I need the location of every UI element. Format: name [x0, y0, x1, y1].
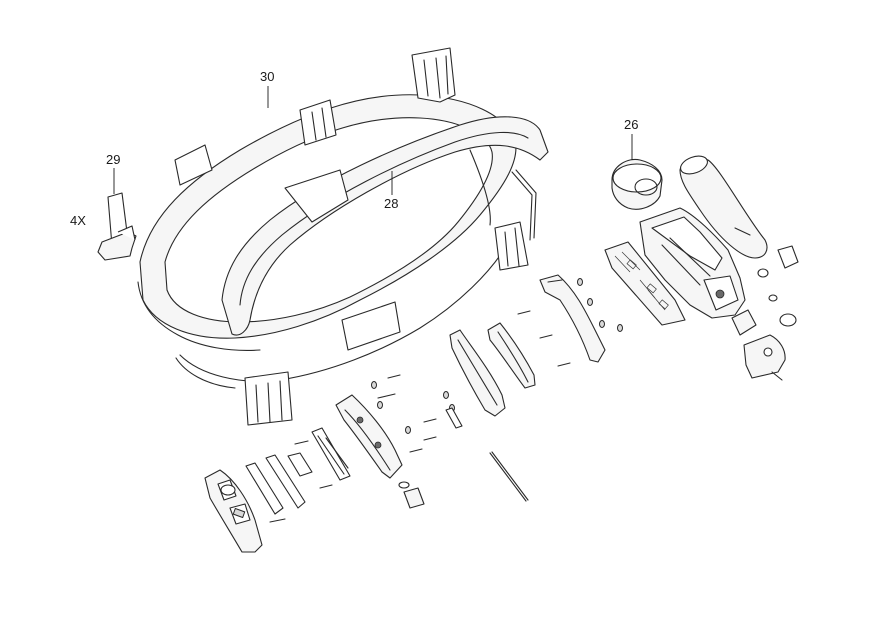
gasket-plates-part: [245, 427, 351, 515]
callout-30: 30: [260, 69, 274, 108]
callout-26-label: 26: [624, 117, 638, 132]
callout-28-label: 28: [384, 196, 398, 211]
side-housing-part: [335, 394, 403, 479]
screws-part: [269, 278, 623, 523]
pad-plate-part: [449, 322, 536, 417]
small-hardware-part: [731, 245, 799, 381]
callout-29: 29: [106, 152, 120, 194]
callout-4x-label: 4X: [70, 213, 86, 228]
callout-29-label: 29: [106, 152, 120, 167]
battery-cylinder-part: [679, 155, 768, 259]
curved-bracket-part: [539, 274, 606, 363]
crown-band-part: [221, 116, 549, 336]
callout-26: 26: [624, 117, 638, 160]
ring-cap-part: [611, 158, 663, 210]
control-panel-part: [204, 469, 263, 553]
housing-block-part: [639, 207, 746, 319]
circuit-board-part: [604, 241, 686, 326]
clip-part: [97, 192, 137, 261]
callout-4x: 4X: [70, 213, 86, 228]
callout-28: 28: [384, 171, 398, 211]
callout-30-label: 30: [260, 69, 274, 84]
